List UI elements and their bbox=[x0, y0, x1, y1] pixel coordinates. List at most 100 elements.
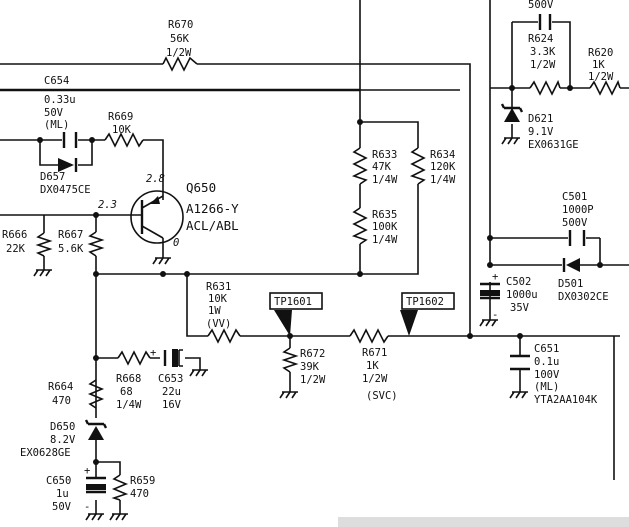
svg-text:1K: 1K bbox=[366, 360, 379, 372]
resistor-r620: R620 1K 1/2W bbox=[588, 47, 621, 96]
svg-text:500V: 500V bbox=[562, 217, 588, 229]
diode-d650: D650 8.2V EX0628GE bbox=[20, 419, 108, 459]
svg-text:C653: C653 bbox=[158, 373, 183, 385]
svg-text:9.1V: 9.1V bbox=[528, 126, 554, 138]
ground-symbols bbox=[33, 137, 528, 521]
svg-text:8.2V: 8.2V bbox=[50, 434, 76, 446]
svg-text:+: + bbox=[150, 347, 156, 359]
svg-text:2.3: 2.3 bbox=[98, 199, 117, 211]
svg-text:+: + bbox=[84, 465, 90, 477]
svg-text:TP1602: TP1602 bbox=[406, 296, 444, 308]
resistor-r624: R624 3.3K 1/2W bbox=[528, 33, 561, 96]
svg-text:50V: 50V bbox=[44, 107, 64, 119]
resistor-r669: R669 10K bbox=[104, 111, 144, 148]
svg-text:1W: 1W bbox=[208, 305, 221, 317]
svg-text:-: - bbox=[84, 501, 90, 513]
svg-text:R634: R634 bbox=[430, 149, 455, 161]
svg-text:DX0302CE: DX0302CE bbox=[558, 291, 609, 303]
junction-dots bbox=[37, 85, 603, 465]
svg-text:R672: R672 bbox=[300, 348, 325, 360]
resistor-r667: R667 5.6K bbox=[58, 229, 105, 257]
svg-text:1/2W: 1/2W bbox=[362, 373, 388, 385]
svg-text:100K: 100K bbox=[372, 221, 398, 233]
svg-text:R631: R631 bbox=[206, 281, 231, 293]
svg-text:22u: 22u bbox=[162, 386, 181, 398]
resistor-r633: R633 47K 1/4W bbox=[351, 147, 398, 186]
resistor-r670: R670 56K 1/2W bbox=[162, 19, 198, 72]
svg-text:C651: C651 bbox=[534, 343, 559, 355]
svg-text:R624: R624 bbox=[528, 33, 553, 45]
svg-text:500V: 500V bbox=[528, 0, 554, 11]
svg-text:5.6K: 5.6K bbox=[58, 243, 84, 255]
svg-text:DX0475CE: DX0475CE bbox=[40, 184, 91, 196]
diode-d501: D501 DX0302CE bbox=[558, 258, 609, 303]
resistor-r634: R634 120K 1/4W bbox=[409, 147, 456, 186]
svg-text:470: 470 bbox=[130, 488, 149, 500]
svg-text:0.1u: 0.1u bbox=[534, 356, 559, 368]
svg-text:(ML): (ML) bbox=[44, 119, 69, 131]
svg-text:D657: D657 bbox=[40, 171, 65, 183]
svg-text:+: + bbox=[492, 271, 498, 283]
svg-text:D621: D621 bbox=[528, 113, 553, 125]
svg-text:Q650: Q650 bbox=[186, 180, 216, 195]
svg-text:1u: 1u bbox=[56, 488, 69, 500]
transistor-q650: Q650 A1266-Y ACL/ABL 2.8 2.3 0 bbox=[98, 173, 239, 249]
svg-text:A1266-Y: A1266-Y bbox=[186, 201, 239, 216]
capacitor-c653: + C653 22u 16V bbox=[150, 347, 183, 411]
capacitor-c654: C654 0.33u 50V (ML) bbox=[44, 75, 78, 148]
svg-text:120K: 120K bbox=[430, 161, 456, 173]
resistor-r671: R671 1K 1/2W (SVC) bbox=[349, 328, 398, 402]
svg-text:35V: 35V bbox=[510, 302, 530, 314]
svg-text:(ML): (ML) bbox=[534, 381, 559, 393]
svg-text:39K: 39K bbox=[300, 361, 320, 373]
capacitor-c501: C501 1000P 500V bbox=[562, 191, 594, 246]
svg-text:R667: R667 bbox=[58, 229, 83, 241]
resistor-r631: R631 10K 1W (VV) bbox=[206, 281, 241, 344]
svg-text:1/4W: 1/4W bbox=[430, 174, 456, 186]
resistor-r672: R672 39K 1/2W bbox=[281, 347, 326, 386]
svg-text:-: - bbox=[492, 309, 498, 321]
svg-text:1000u: 1000u bbox=[506, 289, 538, 301]
svg-text:R668: R668 bbox=[116, 373, 141, 385]
svg-text:D501: D501 bbox=[558, 278, 583, 290]
svg-text:1K: 1K bbox=[592, 59, 605, 71]
svg-text:10K: 10K bbox=[208, 293, 228, 305]
svg-text:68: 68 bbox=[120, 386, 133, 398]
capacitor-c651: C651 0.1u 100V (ML) YTA2AA104K bbox=[510, 343, 598, 406]
svg-text:470: 470 bbox=[52, 395, 71, 407]
svg-text:1/2W: 1/2W bbox=[300, 374, 326, 386]
svg-text:C501: C501 bbox=[562, 191, 587, 203]
resistor-r664: R664 470 bbox=[48, 379, 105, 409]
test-point-tp1601: TP1601 bbox=[269, 292, 323, 336]
svg-text:D650: D650 bbox=[50, 421, 75, 433]
wires bbox=[0, 0, 629, 514]
svg-text:0.33u: 0.33u bbox=[44, 94, 76, 106]
svg-text:ACL/ABL: ACL/ABL bbox=[186, 218, 239, 233]
svg-text:C654: C654 bbox=[44, 75, 69, 87]
svg-text:R633: R633 bbox=[372, 149, 397, 161]
svg-text:22K: 22K bbox=[6, 243, 26, 255]
svg-text:R670: R670 bbox=[168, 19, 193, 31]
diode-d657: D657 DX0475CE bbox=[40, 158, 91, 196]
svg-text:16V: 16V bbox=[162, 399, 182, 411]
svg-text:(SVC): (SVC) bbox=[366, 390, 398, 402]
svg-text:0: 0 bbox=[173, 237, 179, 249]
svg-text:C650: C650 bbox=[46, 475, 71, 487]
svg-text:56K: 56K bbox=[170, 33, 190, 45]
svg-text:R666: R666 bbox=[2, 229, 27, 241]
svg-text:1/2W: 1/2W bbox=[166, 47, 192, 59]
svg-text:1/2W: 1/2W bbox=[530, 59, 556, 71]
svg-text:47K: 47K bbox=[372, 161, 392, 173]
svg-text:R620: R620 bbox=[588, 47, 613, 59]
svg-text:(VV): (VV) bbox=[206, 318, 231, 330]
svg-text:10K: 10K bbox=[112, 124, 132, 136]
capacitor-c502: + - C502 1000u 35V bbox=[480, 271, 538, 321]
svg-text:C502: C502 bbox=[506, 276, 531, 288]
svg-text:100V: 100V bbox=[534, 369, 560, 381]
resistor-r666: R666 22K bbox=[2, 229, 53, 257]
svg-text:R635: R635 bbox=[372, 209, 397, 221]
svg-text:3.3K: 3.3K bbox=[530, 46, 556, 58]
svg-text:1/2W: 1/2W bbox=[588, 71, 614, 83]
svg-text:R664: R664 bbox=[48, 381, 73, 393]
